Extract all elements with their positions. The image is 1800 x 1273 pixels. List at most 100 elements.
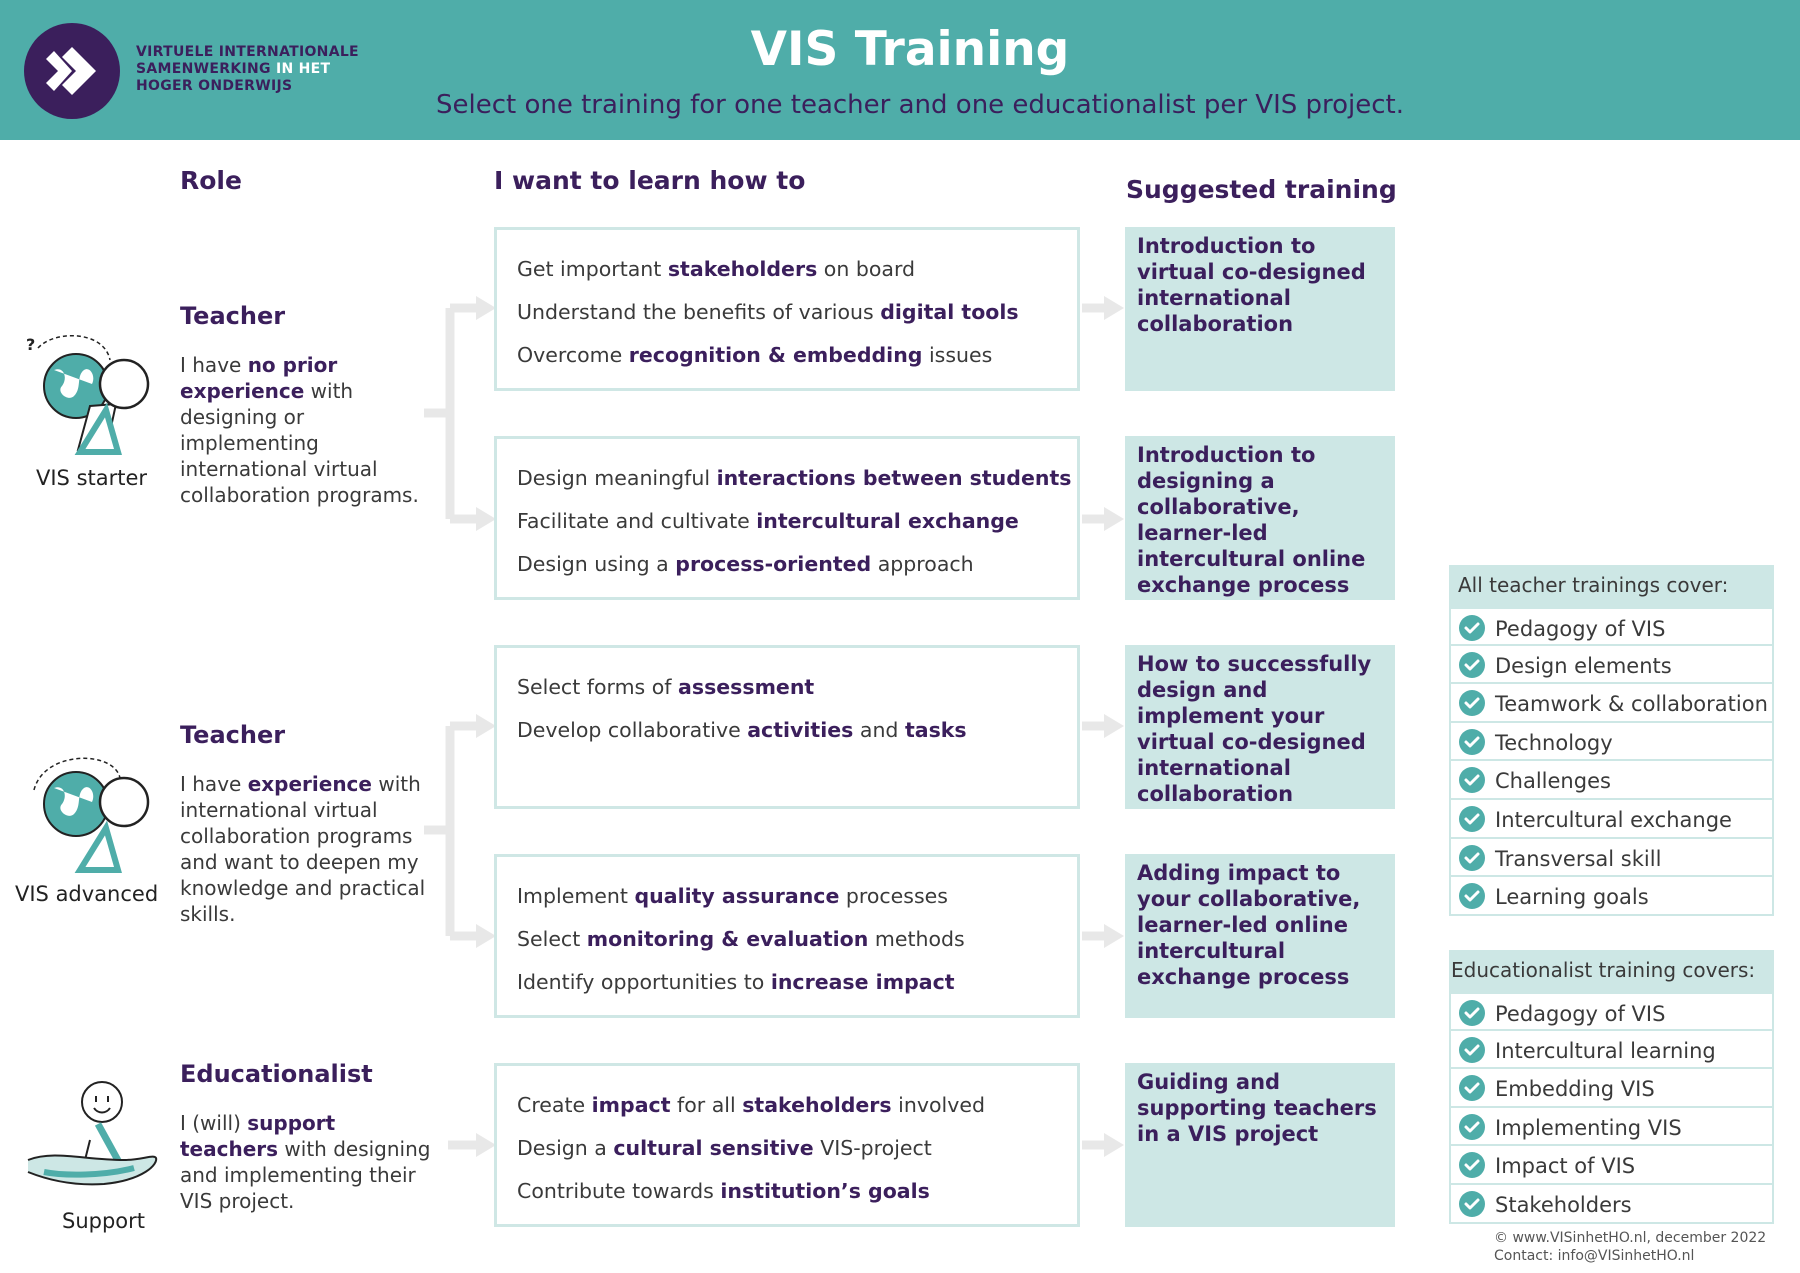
svg-text:?: ? [26, 335, 35, 354]
cover-item-label: Embedding VIS [1495, 1077, 1655, 1102]
emphasis: experience [247, 772, 372, 796]
emphasis: intercultural exchange [756, 509, 1019, 533]
checkmark-icon [1459, 844, 1485, 871]
cover-item-label: Stakeholders [1495, 1192, 1632, 1217]
emphasis: impact [591, 1093, 671, 1117]
cover-item-label: Implementing VIS [1495, 1115, 1682, 1140]
learn-box-4: Implement quality assurance processes Se… [494, 854, 1080, 1018]
learn-box-2: Design meaningful interactions between s… [494, 436, 1080, 600]
footer-credits: © www.VISinhetHO.nl, december 2022 Conta… [1494, 1229, 1766, 1265]
training-title: Guiding and supporting teachers in a VIS… [1137, 1070, 1377, 1146]
training-title: Introduction to designing a collaborativ… [1137, 443, 1366, 597]
cover-item-label: Impact of VIS [1495, 1154, 1636, 1179]
icon-label-vis-starter: VIS starter [36, 466, 148, 490]
emphasis: support teachers [180, 1111, 336, 1161]
emphasis: quality assurance [634, 884, 840, 908]
org-name-line2: SAMENWERKING IN HET [136, 61, 359, 78]
emphasis: tasks [904, 718, 967, 742]
cover-item-label: Learning goals [1495, 885, 1649, 910]
emphasis: stakeholders [742, 1093, 892, 1117]
emphasis: monitoring & evaluation [586, 927, 869, 951]
emphasis: increase impact [770, 970, 955, 994]
training-box-2: Introduction to designing a collaborativ… [1125, 436, 1395, 600]
checkmark-icon [1459, 1113, 1485, 1140]
training-title: How to successfully design and implement… [1137, 652, 1372, 806]
cover-item-label: Technology [1495, 730, 1613, 755]
checkmark-icon [1459, 1000, 1485, 1026]
checkmark-icon [1459, 1075, 1485, 1102]
org-name-line2-a: SAMENWERKING [136, 61, 271, 77]
learn-item: Identify opportunities to increase impac… [517, 970, 955, 994]
cover-item: Pedagogy of VIS [1449, 992, 1774, 1031]
cover-item: Intercultural exchange [1449, 799, 1774, 839]
checkmark-icon [1459, 883, 1485, 910]
checkmark-icon [1459, 767, 1485, 794]
org-name-line2-b: IN HET [270, 61, 331, 77]
emphasis: stakeholders [667, 257, 818, 281]
icon-label-vis-advanced: VIS advanced [15, 882, 159, 906]
learn-item: Design a cultural sensitive VIS-project [517, 1136, 932, 1160]
org-name-line1: VIRTUELE INTERNATIONALE [136, 44, 359, 60]
role-description: I have experience with international vir… [180, 772, 426, 926]
emphasis: institution’s goals [720, 1179, 930, 1203]
learn-item: Implement quality assurance processes [517, 884, 948, 908]
page-subtitle: Select one training for one teacher and … [435, 90, 1405, 120]
column-heading-learn: I want to learn how to [494, 166, 806, 195]
cover-item: Learning goals [1449, 877, 1774, 916]
emphasis: process-oriented [675, 552, 872, 576]
cover-item: Implementing VIS [1449, 1107, 1774, 1147]
learn-item: Overcome recognition & embedding issues [517, 343, 993, 367]
cover-item-label: Pedagogy of VIS [1495, 617, 1666, 641]
cover-item-label: Intercultural exchange [1495, 807, 1732, 832]
icon-label-support: Support [62, 1209, 146, 1233]
emphasis: interactions between students [716, 466, 1072, 490]
cover-item: Challenges [1449, 761, 1774, 800]
cover-item: Transversal skill [1449, 838, 1774, 878]
role-title: Educationalist [180, 1060, 373, 1088]
page-title: VIS Training [750, 22, 1070, 77]
cover-item: Technology [1449, 722, 1774, 762]
cover-item: Design elements [1449, 645, 1774, 685]
emphasis: activities [747, 718, 854, 742]
cover-item: Embedding VIS [1449, 1069, 1774, 1108]
learn-item: Contribute towards institution’s goals [517, 1179, 930, 1203]
learn-item: Design meaningful interactions between s… [517, 466, 1072, 490]
emphasis: digital tools [880, 300, 1019, 324]
checkmark-icon [1459, 1152, 1485, 1179]
learn-item: Get important stakeholders on board [517, 257, 916, 281]
emphasis: cultural sensitive [613, 1136, 814, 1160]
cover-item-label: Pedagogy of VIS [1495, 1002, 1666, 1026]
training-box-4: Adding impact to your collaborative, lea… [1125, 854, 1395, 1018]
cover-item-label: Teamwork & collaboration [1495, 692, 1768, 717]
learn-box-5: Create impact for all stakeholders invol… [494, 1063, 1080, 1227]
emphasis: recognition & embedding [628, 343, 923, 367]
column-heading-training: Suggested training [1126, 175, 1397, 204]
learn-item: Create impact for all stakeholders invol… [517, 1093, 985, 1117]
emphasis: assessment [678, 675, 815, 699]
learn-item: Design using a process-oriented approach [517, 552, 974, 576]
org-name-line3: HOGER ONDERWIJS [136, 78, 293, 94]
organization-name: VIRTUELE INTERNATIONALE SAMENWERKING IN … [136, 44, 359, 95]
learn-item: Select monitoring & evaluation methods [517, 927, 965, 951]
role-educationalist: Educationalist I (will) support teachers… [180, 1060, 440, 1214]
cover-item-label: Intercultural learning [1495, 1038, 1716, 1063]
checkmark-icon [1459, 1036, 1485, 1063]
role-teacher-starter: Teacher I have no prior experience with … [180, 302, 440, 508]
checkmark-icon [1459, 1190, 1485, 1217]
cover-item-label: Design elements [1495, 653, 1672, 678]
learn-box-3: Select forms of assessment Develop colla… [494, 645, 1080, 809]
role-title: Teacher [180, 302, 286, 330]
header-banner: VIRTUELE INTERNATIONALE SAMENWERKING IN … [0, 0, 1800, 140]
cover-item: Stakeholders [1449, 1184, 1774, 1224]
cover-item: Pedagogy of VIS [1449, 607, 1774, 646]
learn-item: Select forms of assessment [517, 675, 815, 699]
vis-advanced-icon [24, 750, 154, 884]
checkmark-icon [1459, 615, 1485, 641]
cover-item: Teamwork & collaboration [1449, 684, 1774, 723]
training-box-3: How to successfully design and implement… [1125, 645, 1395, 809]
emphasis: no prior experience [180, 353, 338, 403]
support-hand-icon [24, 1080, 164, 1204]
